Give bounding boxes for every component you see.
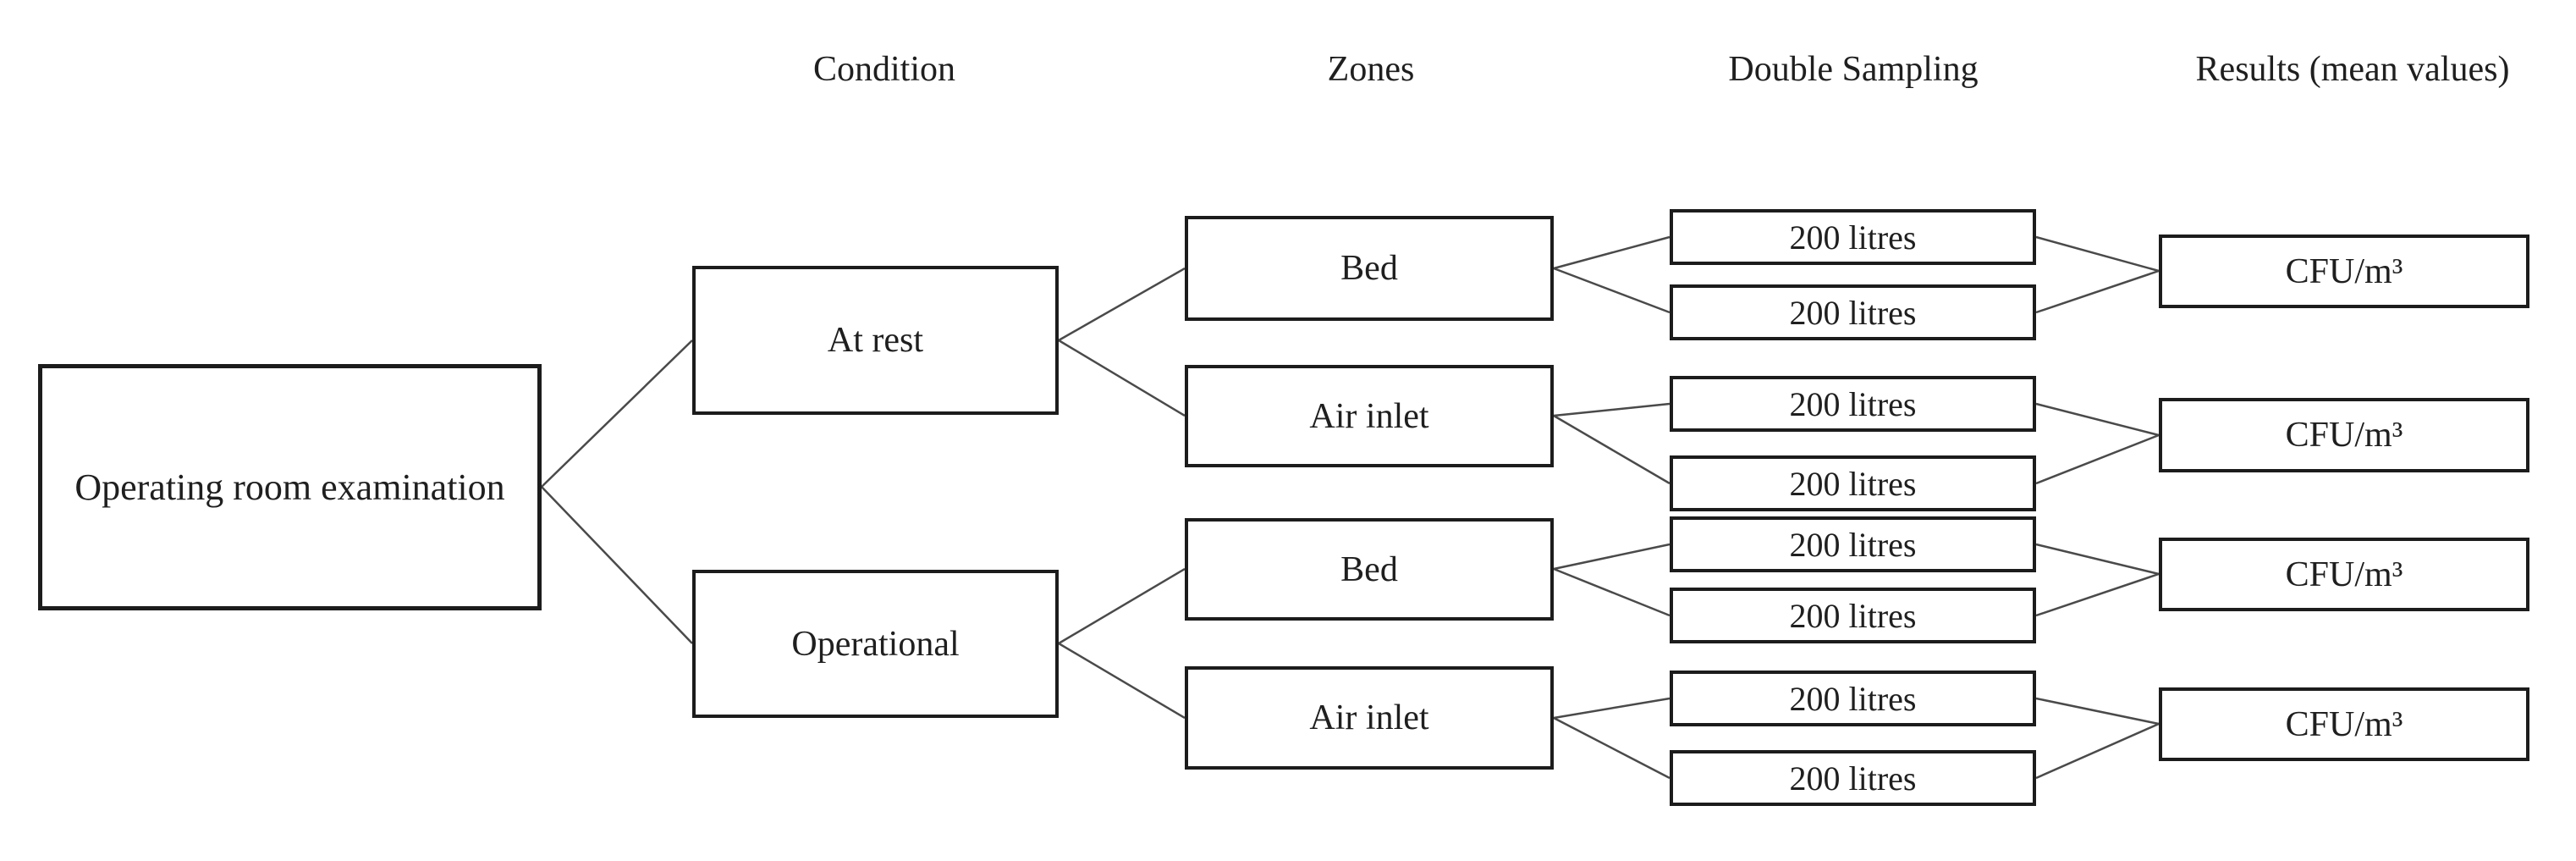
connector-line: [2035, 697, 2160, 726]
node-condition-at-rest: At rest: [692, 266, 1059, 415]
node-zone-air-inlet-at-rest: Air inlet: [1185, 365, 1554, 467]
connector-line: [2035, 543, 2160, 576]
connector-line: [2035, 722, 2160, 780]
column-header-condition: Condition: [812, 50, 956, 89]
node-root-operating-room-examination: Operating room examination: [38, 364, 542, 610]
node-result-2: CFU/m³: [2159, 398, 2529, 472]
node-zone-bed-operational: Bed: [1185, 518, 1554, 621]
connector-line: [1553, 414, 1671, 485]
connector-line: [1553, 716, 1671, 780]
node-sample-8: 200 litres: [1670, 750, 2036, 806]
connector-line: [1553, 235, 1671, 270]
node-sample-5: 200 litres: [1670, 516, 2036, 572]
connector-line: [1553, 697, 1671, 720]
node-sample-2: 200 litres: [1670, 284, 2036, 340]
connector-line: [2035, 433, 2160, 485]
node-zone-bed-at-rest: Bed: [1185, 216, 1554, 321]
column-header-zones: Zones: [1327, 50, 1415, 89]
connector-line: [1058, 567, 1186, 645]
column-header-double-sampling: Double Sampling: [1728, 50, 1979, 89]
connector-line: [1553, 543, 1671, 571]
connector-line: [2035, 269, 2160, 314]
connector-line: [2035, 572, 2160, 617]
connector-line: [1058, 267, 1186, 342]
connector-line: [1058, 339, 1186, 417]
node-sample-7: 200 litres: [1670, 671, 2036, 726]
column-header-results: Results (mean values): [2195, 50, 2510, 89]
connector-line: [1553, 402, 1671, 417]
connector-line: [1553, 267, 1671, 314]
node-result-1: CFU/m³: [2159, 235, 2529, 308]
connector-line: [2035, 402, 2160, 437]
node-zone-air-inlet-operational: Air inlet: [1185, 666, 1554, 770]
node-sample-4: 200 litres: [1670, 455, 2036, 511]
connector-line: [1058, 642, 1186, 720]
node-sample-1: 200 litres: [1670, 209, 2036, 265]
node-condition-operational: Operational: [692, 570, 1059, 718]
connector-line: [541, 339, 693, 488]
connector-line: [2035, 235, 2160, 273]
node-result-3: CFU/m³: [2159, 538, 2529, 611]
node-result-4: CFU/m³: [2159, 687, 2529, 761]
node-sample-6: 200 litres: [1670, 588, 2036, 643]
connector-line: [1553, 567, 1671, 617]
connector-line: [541, 486, 693, 644]
node-sample-3: 200 litres: [1670, 376, 2036, 432]
